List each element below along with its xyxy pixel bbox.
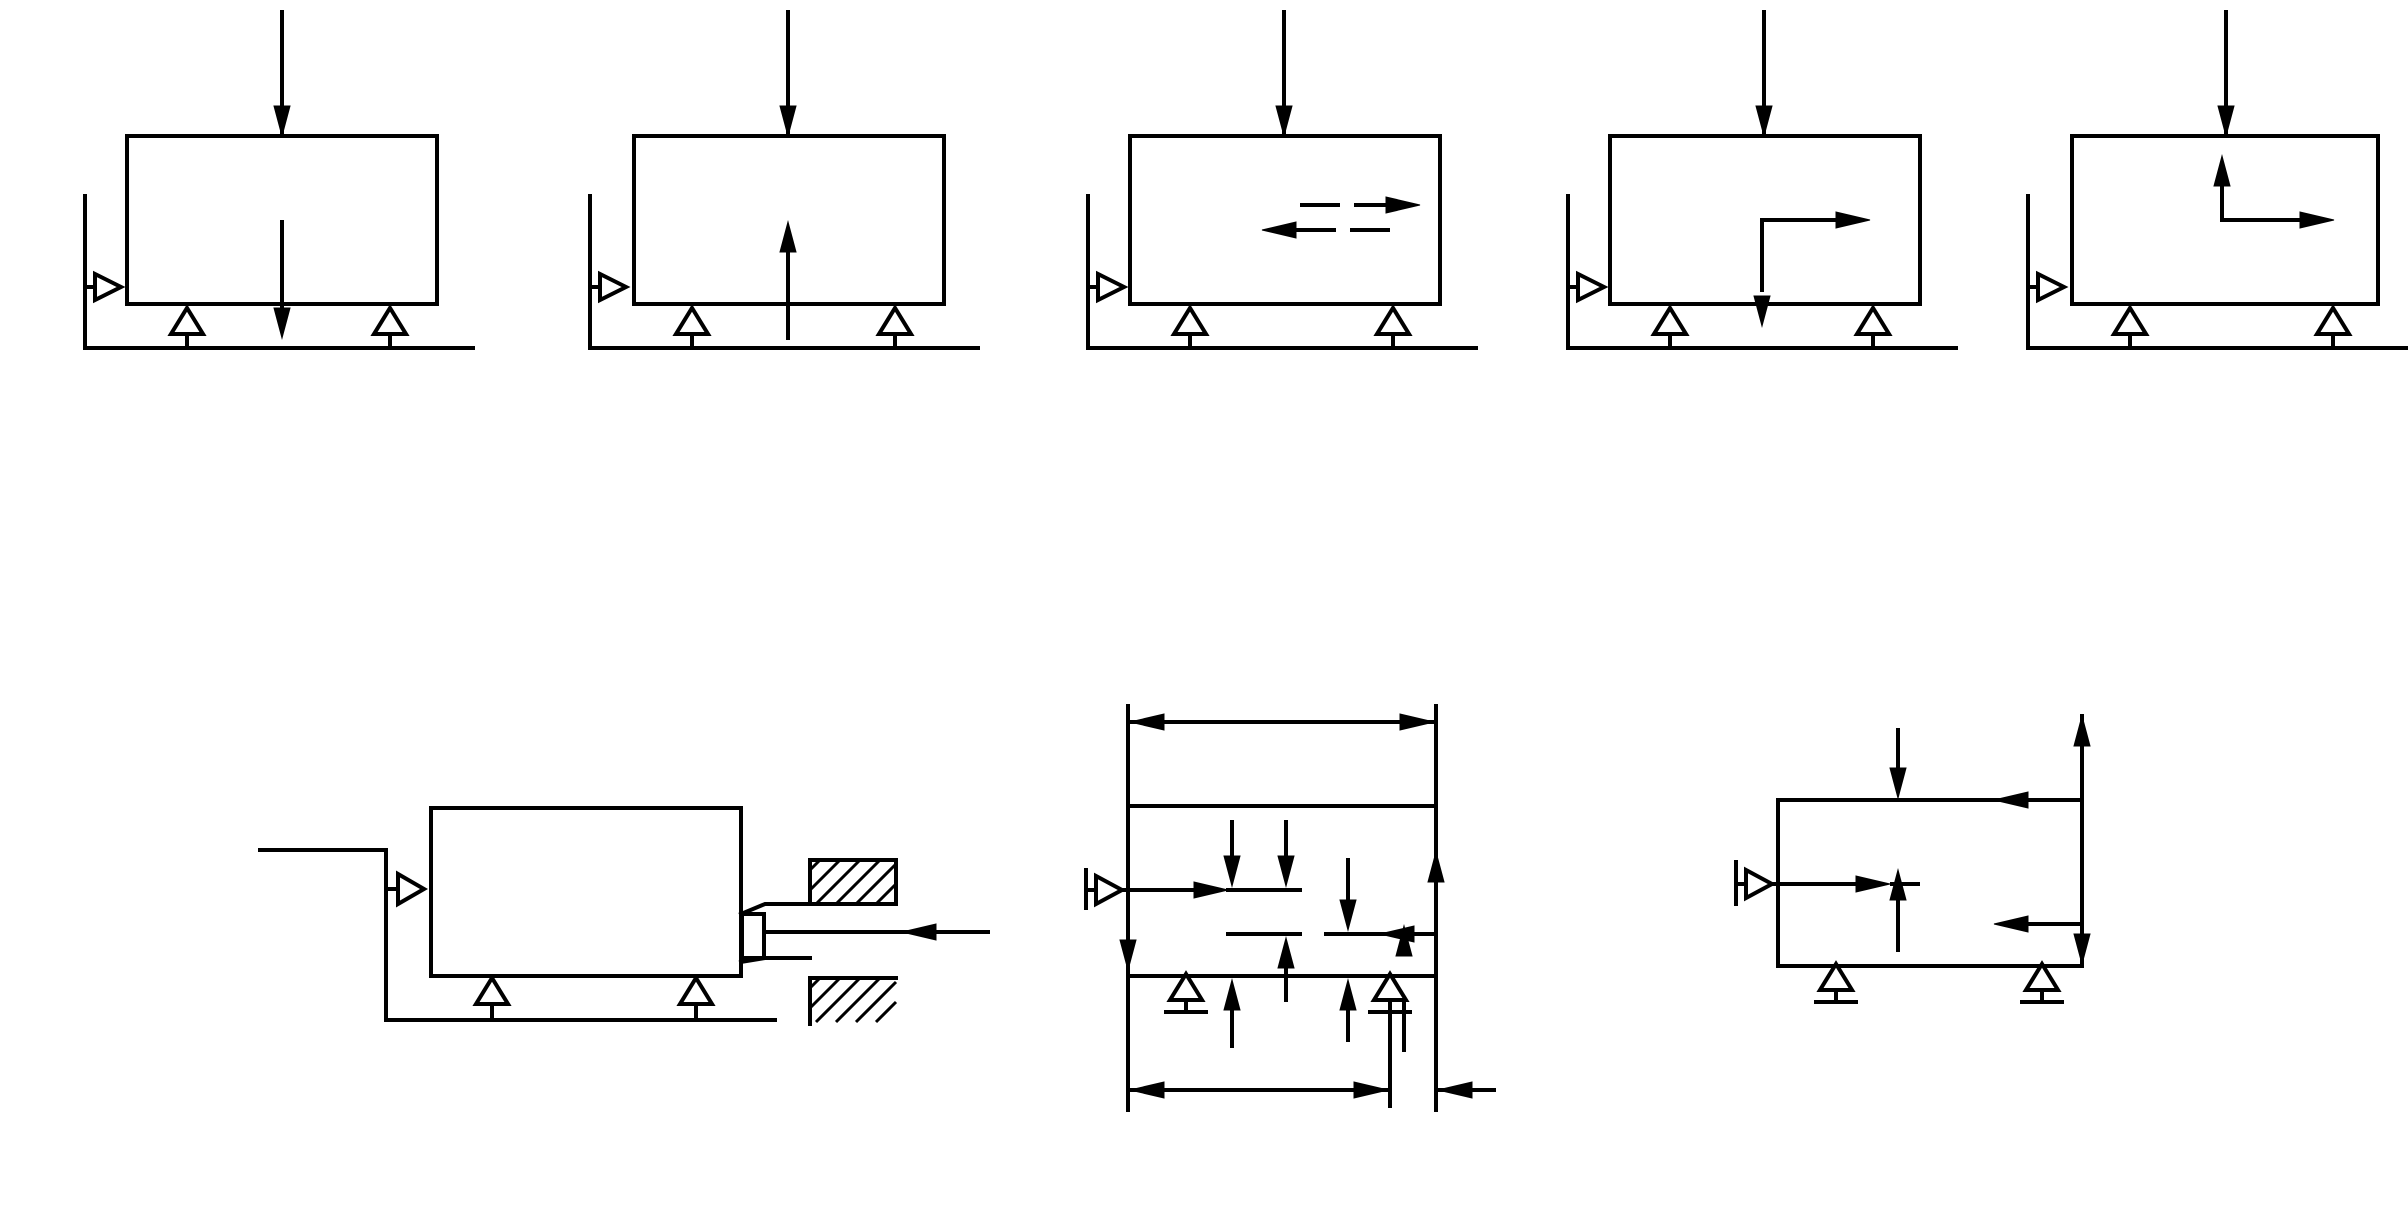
figure-top-1 [83, 10, 475, 350]
figure-top-3 [1086, 10, 1478, 350]
figure-bottom-2 [1084, 704, 1496, 1112]
figure-bottom-1 [258, 806, 990, 1026]
figure-bottom-3 [1734, 714, 2091, 1004]
figure-top-2 [588, 10, 980, 350]
figure-top-4 [1566, 10, 1958, 350]
figure-top-5 [2026, 10, 2408, 350]
